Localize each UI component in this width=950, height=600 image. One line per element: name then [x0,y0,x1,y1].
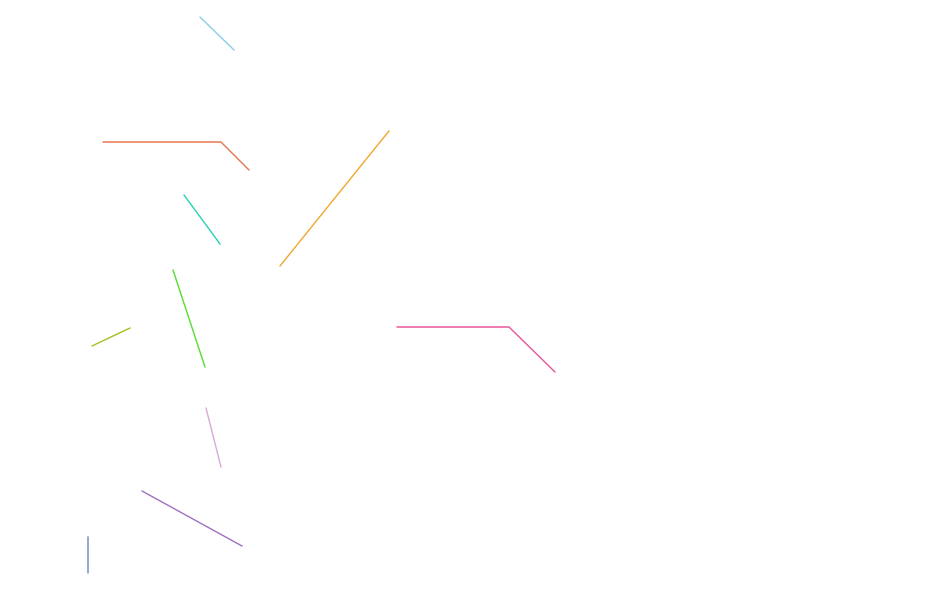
purple-stroke [141,490,243,547]
orange-stroke [279,130,390,267]
coral-polyline [102,141,250,171]
skyblue-stroke [199,16,235,51]
pink-polyline [396,326,556,373]
lavender-stroke [205,407,222,468]
segments-group [87,16,556,574]
green-stroke [172,269,206,368]
teal-stroke [183,194,221,245]
olive-stroke [91,327,131,347]
